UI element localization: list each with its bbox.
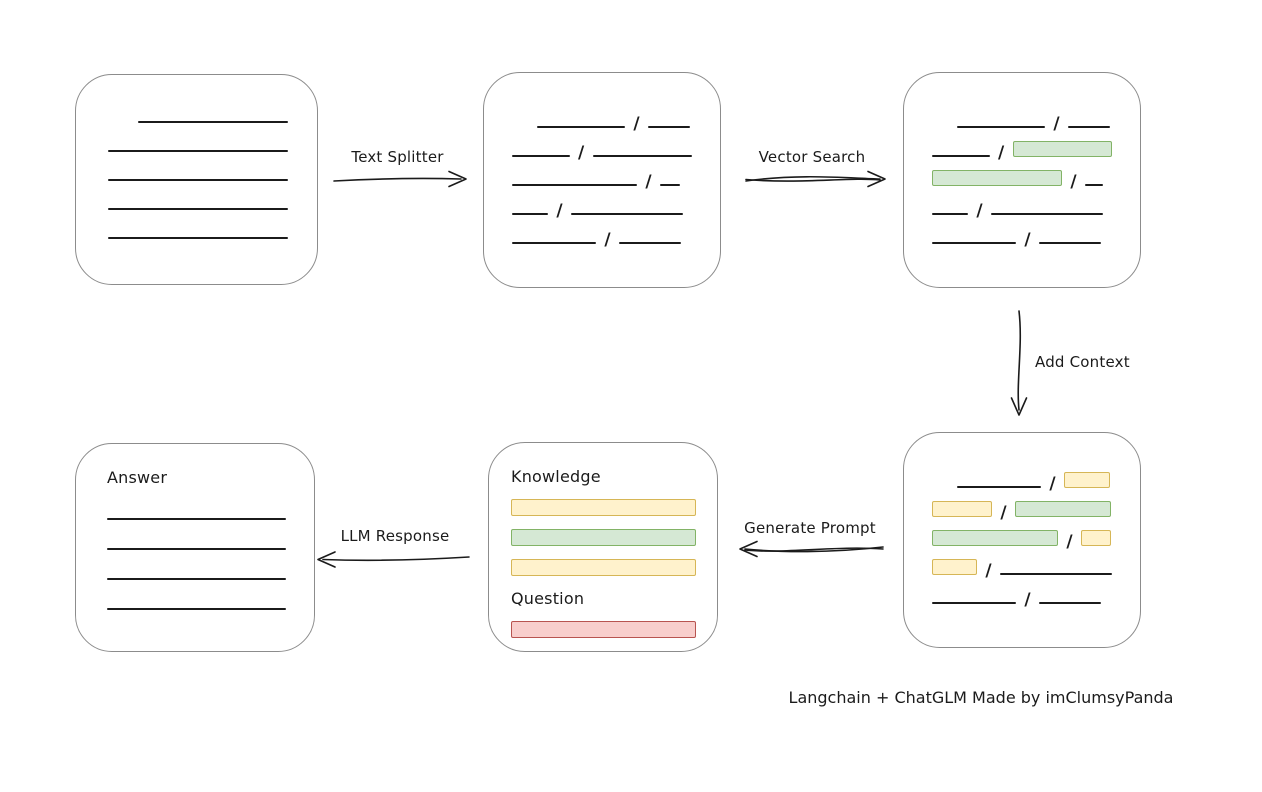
text-line [537, 126, 625, 128]
chunk-row: / [932, 140, 1113, 163]
slash-separator: / [1000, 503, 1007, 523]
text-splitter-arrow [333, 170, 467, 188]
green-chunk [1012, 141, 1113, 157]
slash-separator: / [1053, 114, 1060, 134]
yellow-chunk [932, 559, 977, 575]
retrieved-chunks-box: / / / / / [903, 72, 1141, 288]
text-line [107, 608, 286, 610]
text-line [932, 242, 1016, 244]
indent-space [932, 127, 950, 128]
text-line [619, 242, 681, 244]
answer-heading: Answer [107, 468, 168, 487]
text-line [108, 237, 288, 239]
chunk-row: / [512, 169, 692, 192]
yellow-bar [511, 559, 696, 576]
chunk-row: / [932, 471, 1112, 494]
chunk-row: / [932, 529, 1112, 552]
text-line [648, 126, 690, 128]
text-line [107, 548, 286, 550]
slash-separator: / [976, 201, 983, 221]
chunk-row: / [932, 227, 1112, 250]
slash-separator: / [985, 561, 992, 581]
indent-space [932, 487, 950, 488]
text-line [1039, 602, 1101, 604]
text-line [108, 208, 288, 210]
slash-separator: / [1049, 474, 1056, 494]
vector-search-label: Vector Search [758, 148, 866, 166]
question-heading: Question [511, 589, 585, 608]
slash-separator: / [578, 143, 585, 163]
text-line [957, 486, 1041, 488]
text-line [107, 578, 286, 580]
slash-separator: / [1024, 590, 1031, 610]
green-chunk [1015, 501, 1111, 517]
text-line [592, 155, 693, 157]
text-line [1039, 242, 1101, 244]
slash-separator: / [556, 201, 563, 221]
question-bars [511, 621, 717, 638]
green-bar [511, 529, 696, 546]
diagram-caption: Langchain + ChatGLM Made by imClumsyPand… [788, 688, 1174, 707]
text-line [660, 184, 680, 186]
generate-prompt-label: Generate Prompt [744, 519, 876, 537]
chunk-row: / [932, 500, 1112, 523]
text-line [107, 518, 286, 520]
context-chunks-box: / / / / / [903, 432, 1141, 648]
knowledge-heading: Knowledge [511, 467, 601, 486]
indent-space [512, 127, 530, 128]
text-line [1068, 126, 1110, 128]
split-chunks-box: / / / / / [483, 72, 721, 288]
text-line [512, 213, 548, 215]
chunk-row: / [512, 140, 693, 163]
yellow-chunk [1064, 472, 1110, 488]
slash-separator: / [1024, 230, 1031, 250]
red-bar [511, 621, 696, 638]
green-chunk [932, 530, 1058, 546]
slash-separator: / [998, 143, 1005, 163]
prompt-box: Knowledge Question [488, 442, 718, 652]
chunk-row: / [932, 111, 1112, 134]
text-line [571, 213, 683, 215]
source-document-box [75, 74, 318, 285]
vector-search-arrow [745, 170, 886, 188]
text-line [932, 602, 1016, 604]
text-line [108, 150, 288, 152]
yellow-bar [511, 499, 696, 516]
chunk-row: / [932, 169, 1112, 192]
text-splitter-label: Text Splitter [351, 148, 444, 166]
add-context-label: Add Context [1035, 353, 1130, 371]
text-line [1085, 184, 1103, 186]
text-line [932, 213, 968, 215]
llm-response-label: LLM Response [340, 527, 450, 545]
chunk-row: / [512, 198, 692, 221]
text-line [1000, 573, 1112, 575]
text-line [932, 155, 990, 157]
text-line [512, 184, 637, 186]
chunk-row: / [932, 587, 1112, 610]
slash-separator: / [645, 172, 652, 192]
text-line [108, 179, 288, 181]
yellow-chunk [1081, 530, 1111, 546]
add-context-arrow [1010, 310, 1028, 416]
answer-lines [107, 518, 314, 610]
chunk-row: / [512, 227, 692, 250]
chunk-row: / [932, 558, 1112, 581]
knowledge-bars [511, 499, 717, 576]
chunk-row: / [932, 198, 1112, 221]
slash-separator: / [604, 230, 611, 250]
slash-separator: / [1070, 172, 1077, 192]
text-line [991, 213, 1103, 215]
text-line [957, 126, 1045, 128]
chunk-row: / [512, 111, 692, 134]
text-line [512, 242, 596, 244]
slash-separator: / [1066, 532, 1073, 552]
slash-separator: / [633, 114, 640, 134]
green-chunk [932, 170, 1062, 186]
generate-prompt-arrow [739, 540, 884, 558]
text-line [138, 121, 288, 123]
answer-box: Answer [75, 443, 315, 652]
llm-response-arrow [317, 551, 470, 568]
text-line [512, 155, 570, 157]
yellow-chunk [932, 501, 992, 517]
